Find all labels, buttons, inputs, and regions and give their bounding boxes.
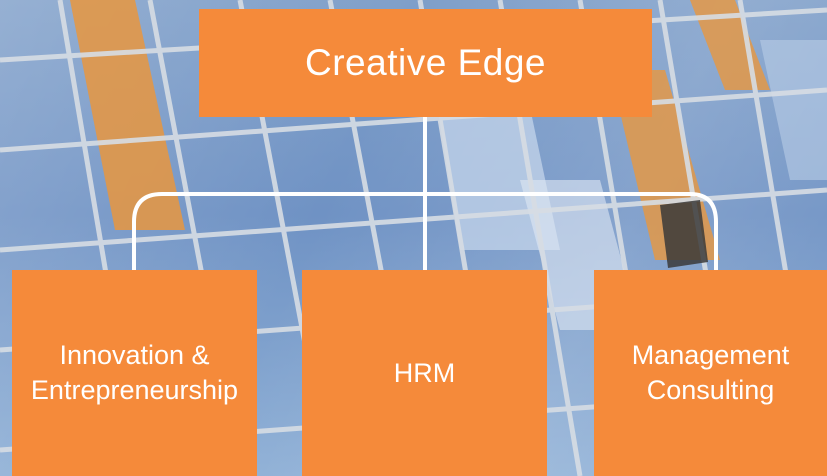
root-node-label: Creative Edge — [305, 42, 546, 83]
root-node-box: Creative Edge — [199, 9, 652, 117]
child-node-2-line-1: HRM — [393, 357, 456, 388]
child-node-1-line-1: Innovation & — [59, 340, 210, 371]
child-node-1-line-2: Entrepreneurship — [30, 375, 239, 405]
child-node-3-line-1: Management — [631, 340, 790, 371]
child-node-3-line-2: Consulting — [646, 375, 775, 405]
child-node-hrm: HRM — [302, 270, 547, 476]
child-node-innovation-entrepreneurship: Innovation & Entrepreneurship — [12, 270, 257, 476]
child-node-management-consulting: Management Consulting — [594, 270, 827, 476]
